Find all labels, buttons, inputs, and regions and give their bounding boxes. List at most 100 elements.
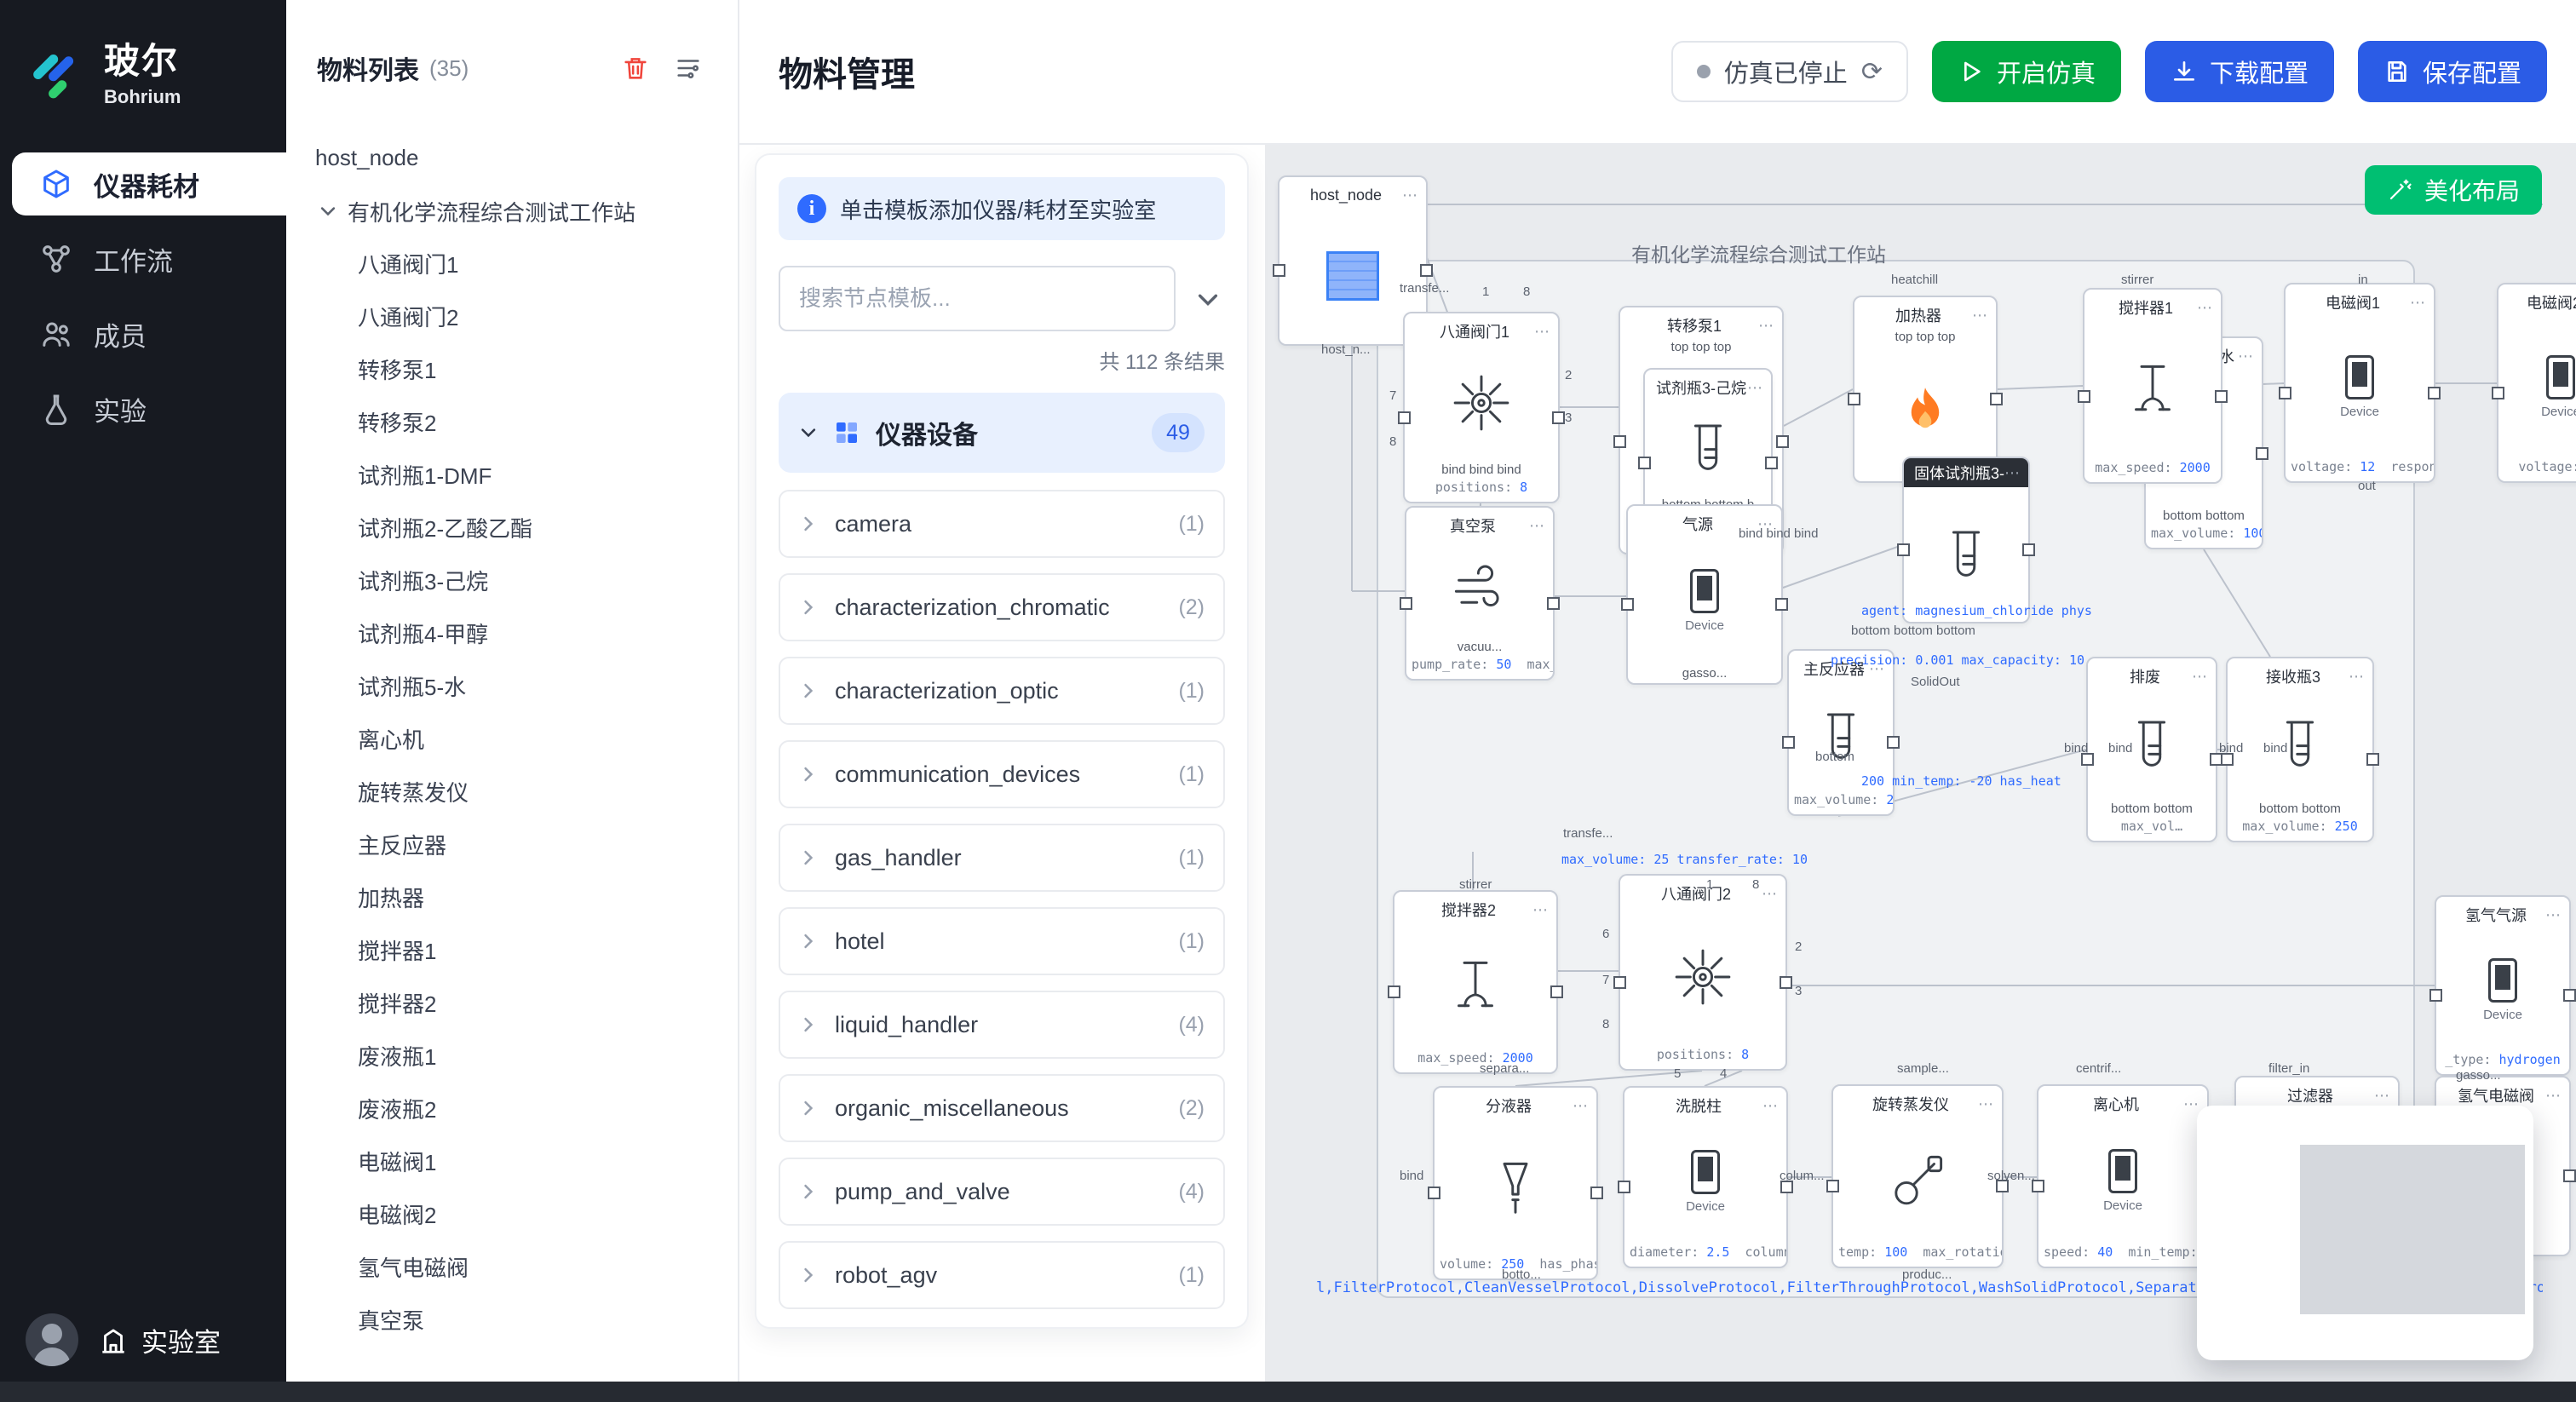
material-item[interactable]: 试剂瓶3-己烷	[286, 555, 738, 608]
category-row-instruments[interactable]: 仪器设备 49	[779, 393, 1225, 473]
simulation-status-pill[interactable]: 仿真已停止 ⟳	[1671, 41, 1908, 102]
node-menu-icon[interactable]: ⋯	[1532, 901, 1548, 919]
node-menu-icon[interactable]: ⋯	[1402, 187, 1417, 204]
material-item[interactable]: 八通阀门1	[286, 238, 738, 291]
material-item[interactable]: 真空泵	[286, 1295, 738, 1347]
canvas-node[interactable]: 电磁阀2 ⋯ Device voltage: 12	[2497, 283, 2576, 483]
chevron-right-icon	[799, 765, 818, 784]
material-item[interactable]: 氢气电磁阀	[286, 1242, 738, 1295]
material-item[interactable]: 搅拌器2	[286, 978, 738, 1031]
node-menu-icon[interactable]: ⋯	[2192, 668, 2207, 686]
sidebar-item-label: 仪器耗材	[94, 165, 199, 204]
collapse-templates-icon[interactable]	[1191, 282, 1225, 316]
canvas-node[interactable]: 电磁阀1 ⋯ Device voltage: 12 response_time:…	[2284, 283, 2435, 483]
material-item[interactable]: 试剂瓶5-水	[286, 661, 738, 714]
canvas-node[interactable]: 接收瓶3 ⋯ bottom bottom max_volume: 250	[2226, 657, 2374, 842]
material-item[interactable]: 电磁阀1	[286, 1136, 738, 1189]
material-item[interactable]: 转移泵1	[286, 344, 738, 397]
tree-group-workstation[interactable]: 有机化学流程综合测试工作站	[286, 184, 738, 238]
lab-entry[interactable]: 实验室	[97, 1321, 221, 1359]
template-group-row[interactable]: organic_miscellaneous (2)	[779, 1074, 1225, 1142]
device-icon	[2345, 355, 2374, 399]
node-menu-icon[interactable]: ⋯	[1972, 307, 1987, 325]
material-item[interactable]: 试剂瓶1-DMF	[286, 450, 738, 503]
material-item[interactable]: 旋转蒸发仪	[286, 767, 738, 819]
sidebar-item-members[interactable]: 成员	[12, 302, 286, 365]
download-config-button[interactable]: 下载配置	[2145, 41, 2334, 102]
chevron-down-icon	[319, 202, 337, 221]
node-menu-icon[interactable]: ⋯	[1762, 885, 1777, 903]
template-group-row[interactable]: communication_devices (1)	[779, 740, 1225, 808]
delete-all-button[interactable]	[617, 49, 654, 87]
material-item[interactable]: 试剂瓶4-甲醇	[286, 608, 738, 661]
material-item[interactable]: 电磁阀2	[286, 1189, 738, 1242]
sidebar-item-instruments[interactable]: 仪器耗材	[12, 152, 286, 215]
minimap[interactable]	[2197, 1106, 2533, 1360]
save-config-button[interactable]: 保存配置	[2358, 41, 2547, 102]
template-group-row[interactable]: characterization_chromatic (2)	[779, 573, 1225, 641]
play-icon	[1958, 58, 1985, 85]
node-menu-icon[interactable]: ⋯	[1747, 379, 1762, 397]
template-group-row[interactable]: camera (1)	[779, 490, 1225, 558]
rotavap-icon	[1884, 1147, 1951, 1214]
material-item[interactable]: 离心机	[286, 714, 738, 767]
node-menu-icon[interactable]: ⋯	[1758, 317, 1774, 335]
node-menu-icon[interactable]: ⋯	[2410, 294, 2425, 312]
canvas-node[interactable]: 旋转蒸发仪 ⋯ temp: 100 max_rotation_speed:	[1831, 1084, 2004, 1268]
canvas-node[interactable]: 分液器 ⋯ volume: 250 has_phases: true	[1433, 1086, 1598, 1280]
node-menu-icon[interactable]: ⋯	[2238, 348, 2253, 365]
material-item[interactable]: 搅拌器1	[286, 925, 738, 978]
node-menu-icon[interactable]: ⋯	[1529, 517, 1544, 535]
node-menu-icon[interactable]: ⋯	[2349, 668, 2364, 686]
node-menu-icon[interactable]: ⋯	[2197, 299, 2212, 317]
template-group-row[interactable]: gas_handler (1)	[779, 824, 1225, 892]
node-menu-icon[interactable]: ⋯	[2545, 1087, 2561, 1105]
material-item[interactable]: 废液瓶1	[286, 1031, 738, 1083]
avatar[interactable]	[26, 1313, 78, 1366]
node-menu-icon[interactable]: ⋯	[1573, 1097, 1588, 1115]
material-item[interactable]: 八通阀门2	[286, 291, 738, 344]
canvas-node[interactable]: 搅拌器1 ⋯ max_speed: 2000	[2083, 288, 2222, 484]
node-menu-icon[interactable]: ⋯	[2183, 1095, 2199, 1113]
sidebar-item-workflow[interactable]: 工作流	[12, 227, 286, 290]
template-group-row[interactable]: liquid_handler (4)	[779, 991, 1225, 1059]
template-group-row[interactable]: characterization_optic (1)	[779, 657, 1225, 725]
template-group-row[interactable]: hotel (1)	[779, 907, 1225, 975]
canvas-node[interactable]: 排废 ⋯ bottom bottom max_vol…	[2086, 657, 2217, 842]
sidebar-item-experiments[interactable]: 实验	[12, 377, 286, 440]
template-group-row[interactable]: pump_and_valve (4)	[779, 1158, 1225, 1226]
canvas-node[interactable]: 真空泵 ⋯ vacuu... pump_rate: 50 max_vacuum:…	[1405, 506, 1555, 681]
device-caption: Device	[1686, 1199, 1725, 1214]
refresh-icon[interactable]: ⟳	[1861, 57, 1883, 87]
node-menu-icon[interactable]: ⋯	[1978, 1095, 1993, 1113]
template-search-input[interactable]	[779, 266, 1176, 331]
minimap-viewport[interactable]	[2300, 1145, 2525, 1314]
node-menu-icon[interactable]: ⋯	[1762, 1097, 1778, 1115]
material-item[interactable]: 主反应器	[286, 819, 738, 872]
beautify-layout-button[interactable]: 美化布局	[2365, 165, 2542, 215]
canvas-node[interactable]: 加热器 ⋯ top top top	[1853, 296, 1998, 483]
list-settings-button[interactable]	[670, 49, 707, 87]
node-menu-icon[interactable]: ⋯	[2545, 906, 2561, 924]
canvas-node[interactable]: 氢气气源 ⋯ Device _type: hydrogen	[2435, 895, 2571, 1076]
material-item[interactable]: 加热器	[286, 872, 738, 925]
material-item[interactable]: 废液瓶2	[286, 1083, 738, 1136]
canvas-node[interactable]: 八通阀门1 ⋯ bind bind bind positions: 8	[1403, 312, 1560, 503]
node-menu-icon[interactable]: ⋯	[2374, 1087, 2389, 1105]
template-group-row[interactable]: robot_agv (1)	[779, 1241, 1225, 1309]
start-simulation-button[interactable]: 开启仿真	[1932, 41, 2121, 102]
material-item[interactable]: 转移泵2	[286, 397, 738, 450]
tree-item-host-node[interactable]: host_node	[286, 131, 738, 184]
flow-canvas[interactable]: 有机化学流程综合测试工作站 host_node ⋯ 八通阀门1 ⋯ bind b…	[1265, 145, 2576, 1402]
canvas-node[interactable]: 主反应器 ⋯ max_volume: 2000	[1787, 649, 1895, 816]
canvas-node[interactable]: 搅拌器2 ⋯ max_speed: 2000	[1393, 890, 1558, 1074]
canvas-node[interactable]: 固体试剂瓶3-氯化镁 ⋯	[1902, 457, 2030, 623]
canvas-node[interactable]: 洗脱柱 ⋯ Device diameter: 2.5 column_type: …	[1623, 1086, 1788, 1268]
node-menu-icon[interactable]: ⋯	[2004, 464, 2020, 482]
canvas-node[interactable]: 八通阀门2 ⋯ positions: 8	[1619, 874, 1787, 1071]
node-menu-icon[interactable]: ⋯	[1534, 323, 1550, 341]
node-props: max_speed: 2000	[1394, 1050, 1556, 1072]
canvas-node[interactable]: 离心机 ⋯ Device speed: 40 min_temp: 4	[2037, 1084, 2209, 1268]
canvas-port-label: 4	[1720, 1066, 1727, 1081]
material-item[interactable]: 试剂瓶2-乙酸乙酯	[286, 503, 738, 555]
